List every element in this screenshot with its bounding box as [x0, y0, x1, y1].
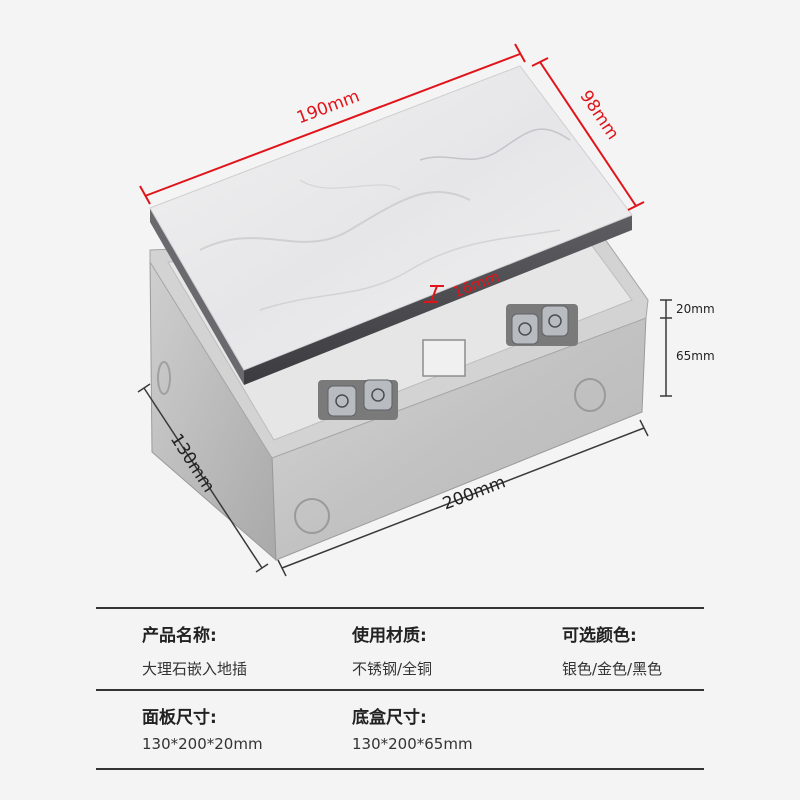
colors-label: 可选颜色: — [562, 626, 637, 646]
product-illustration: 190mm 98mm 16mm 20mm 65mm 130mm 200mm — [137, 43, 715, 577]
material-label: 使用材质: — [352, 626, 427, 646]
knockout-hole — [294, 498, 330, 534]
label-box-depth: 65mm — [676, 349, 715, 363]
dimension-heights — [660, 299, 672, 397]
panel-size-label: 面板尺寸: — [142, 708, 217, 728]
marble-lid — [149, 65, 633, 385]
knockout-hole — [157, 361, 171, 395]
dimension-box-width — [137, 383, 269, 573]
dimension-lid-length — [139, 43, 526, 205]
divider — [96, 689, 704, 691]
divider — [96, 768, 704, 770]
dimension-lid-width — [531, 57, 645, 211]
dimension-lid-thickness — [424, 285, 444, 303]
divider — [96, 607, 704, 609]
label-lid-length: 190mm — [294, 86, 362, 128]
spec-table: 产品名称: 大理石嵌入地插 使用材质: 不锈钢/全铜 可选颜色: 银色/金色/黑… — [96, 607, 704, 770]
socket-pair-left — [318, 379, 398, 420]
marble-lid-edge — [150, 208, 244, 385]
name-value: 大理石嵌入地插 — [142, 660, 248, 678]
blank-module — [422, 339, 466, 377]
material-value: 不锈钢/全铜 — [352, 660, 433, 678]
colors-value: 银色/金色/黑色 — [562, 660, 663, 678]
marble-lid-front-edge — [244, 215, 632, 385]
name-label: 产品名称: — [142, 626, 217, 646]
label-panel-height: 20mm — [676, 302, 715, 316]
panel-size-value: 130*200*20mm — [142, 735, 263, 753]
socket-pair-right — [506, 304, 578, 346]
dimension-box-length — [277, 419, 649, 577]
label-lid-width: 98mm — [576, 87, 623, 144]
base-size-label: 底盒尺寸: — [352, 708, 427, 728]
knockout-hole — [574, 378, 606, 412]
base-size-value: 130*200*65mm — [352, 735, 473, 753]
